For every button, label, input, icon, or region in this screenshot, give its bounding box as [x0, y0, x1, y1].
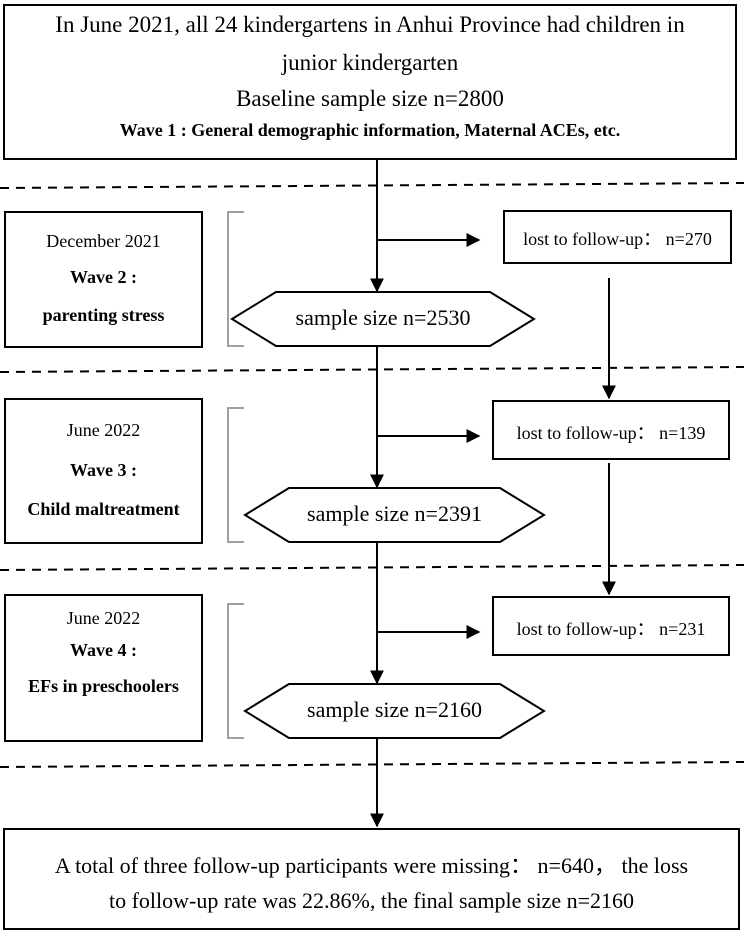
lost-box-wave-2: lost to follow-up： n=270 [503, 210, 732, 264]
hexagon-wave-4 [243, 683, 546, 739]
wave-2-box: December 2021 Wave 2 : parenting stress [4, 211, 203, 348]
lost-text-wave-4: lost to follow-up： n=231 [516, 619, 706, 639]
wave-1-description: Wave 1 : General demographic information… [119, 120, 621, 140]
hexagon-wave-2 [230, 291, 536, 347]
wave-3-label: Wave 3 : [70, 460, 137, 480]
dashed-separator-4 [0, 761, 744, 768]
wave-2-date: December 2021 [46, 231, 161, 251]
sample-size-wave-2: sample size n=2530 [295, 305, 471, 330]
sample-size-wave-3: sample size n=2391 [307, 501, 482, 526]
bracket-wave-4 [227, 603, 244, 739]
lost-text-wave-2: lost to follow-up： n=270 [523, 229, 712, 249]
baseline-box: In June 2021, all 24 kindergartens in An… [3, 4, 737, 160]
baseline-sample-size: Baseline sample size n=2800 [236, 86, 504, 111]
lost-text-wave-3: lost to follow-up： n=139 [516, 423, 706, 443]
wave-2-topic: parenting stress [42, 305, 165, 325]
bracket-wave-2 [227, 211, 244, 347]
wave-4-label: Wave 4 : [70, 640, 137, 660]
final-summary-box: A total of three follow-up participants … [3, 828, 740, 930]
dashed-separator-1 [0, 182, 744, 189]
wave-4-box: June 2022 Wave 4 : EFs in preschoolers [4, 594, 203, 742]
lost-box-wave-4: lost to follow-up： n=231 [492, 596, 730, 656]
dashed-separator-3 [0, 564, 744, 571]
wave-4-date: June 2022 [66, 608, 141, 628]
final-summary-line-1: A total of three follow-up participants … [54, 853, 689, 878]
baseline-line-2: junior kindergarten [281, 50, 459, 75]
wave-3-date: June 2022 [66, 420, 141, 440]
bracket-wave-3 [227, 407, 244, 543]
final-summary-line-2: to follow-up rate was 22.86%, the final … [108, 888, 634, 913]
wave-2-label: Wave 2 : [70, 267, 137, 287]
wave-3-box: June 2022 Wave 3 : Child maltreatment [4, 398, 203, 544]
dashed-separator-2 [0, 366, 744, 373]
wave-3-topic: Child maltreatment [27, 499, 180, 519]
hexagon-wave-3 [243, 487, 546, 543]
sample-size-wave-4: sample size n=2160 [307, 697, 482, 722]
lost-box-wave-3: lost to follow-up： n=139 [492, 400, 730, 460]
baseline-line-1: In June 2021, all 24 kindergartens in An… [55, 12, 685, 37]
wave-4-topic: EFs in preschoolers [28, 676, 179, 696]
